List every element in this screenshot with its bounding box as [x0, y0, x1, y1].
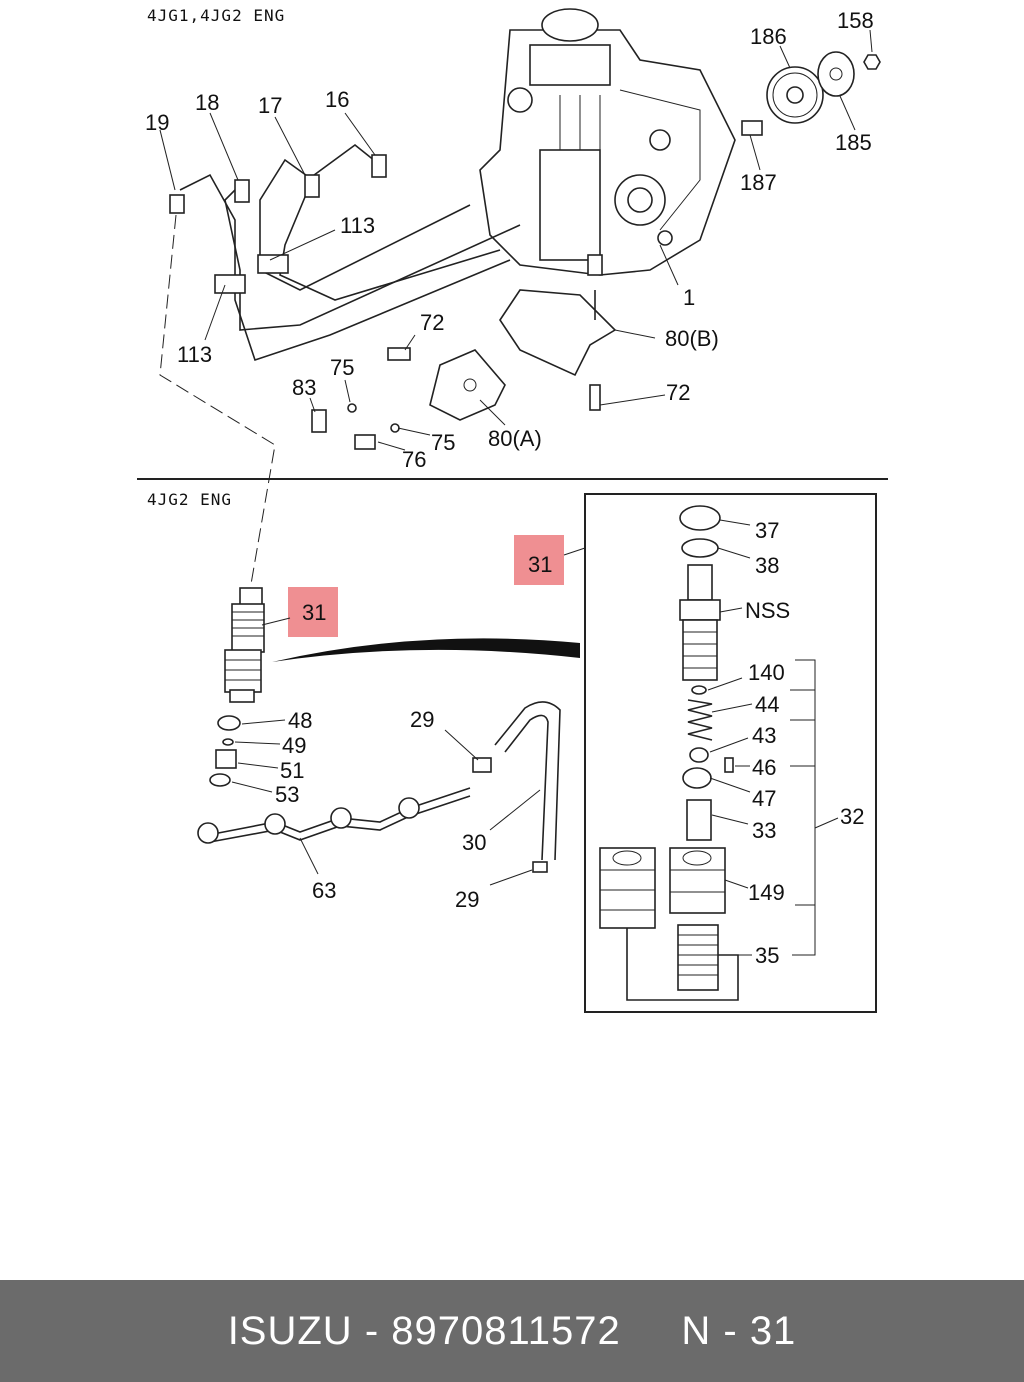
label-113-upper: 113 — [340, 213, 375, 238]
label-185: 185 — [835, 130, 872, 155]
label-80b: 80(B) — [665, 326, 719, 351]
detail-arrow — [272, 638, 580, 662]
injection-nozzle — [224, 587, 265, 703]
label-47: 47 — [752, 786, 776, 811]
label-158: 158 — [837, 8, 874, 33]
label-76: 76 — [402, 447, 426, 472]
detail-leaders — [707, 519, 839, 956]
label-1: 1 — [683, 285, 695, 310]
label-51: 51 — [280, 758, 304, 783]
label-19: 19 — [145, 110, 169, 135]
parts-diagram: 4JG1,4JG2 ENG 4JG2 ENG — [137, 6, 888, 1013]
washers — [209, 715, 286, 793]
drive-gear — [741, 51, 881, 136]
label-31-right: 31 — [528, 552, 552, 577]
label-80a: 80(A) — [488, 426, 542, 451]
label-149: 149 — [748, 880, 785, 905]
label-44: 44 — [755, 692, 779, 717]
label-31-left: 31 — [302, 600, 326, 625]
label-18: 18 — [195, 90, 219, 115]
label-33: 33 — [752, 818, 776, 843]
injection-pump — [479, 8, 736, 276]
label-46: 46 — [752, 755, 776, 780]
label-72-upper: 72 — [420, 310, 444, 335]
injection-pipes — [159, 143, 521, 591]
label-53: 53 — [275, 782, 299, 807]
part-number: 8970811572 — [391, 1308, 621, 1353]
label-43: 43 — [752, 723, 776, 748]
brand-name: ISUZU — [227, 1308, 353, 1353]
brand-separator: - — [364, 1308, 380, 1353]
label-186: 186 — [750, 24, 787, 49]
label-75-upper: 75 — [330, 355, 354, 380]
footer-spacer — [621, 1309, 682, 1354]
diagram-position-number: 31 — [749, 1308, 797, 1353]
diagram-position-prefix: N — [681, 1308, 712, 1353]
label-nss: NSS — [745, 598, 790, 623]
engine-header-bottom: 4JG2 ENG — [147, 490, 232, 509]
part-info-footer: ISUZU - 8970811572 N - 31 — [0, 1280, 1024, 1382]
label-32: 32 — [840, 804, 864, 829]
label-17: 17 — [258, 93, 282, 118]
engine-header-top: 4JG1,4JG2 ENG — [147, 6, 285, 25]
diagram-position-separator: - — [723, 1308, 738, 1353]
detail-box — [584, 493, 877, 1013]
top-leaders — [159, 29, 873, 451]
highlight-31-right — [514, 535, 564, 585]
label-63: 63 — [312, 878, 336, 903]
label-83: 83 — [292, 375, 316, 400]
highlight-31-left — [288, 587, 338, 637]
label-187: 187 — [740, 170, 777, 195]
detail-part-labels: 37 38 NSS 140 44 43 46 47 33 149 35 32 — [745, 518, 864, 968]
top-part-labels: 158 186 185 187 16 17 18 19 113 113 1 72… — [145, 8, 874, 472]
label-49: 49 — [282, 733, 306, 758]
label-75-lower: 75 — [431, 430, 455, 455]
leak-off-pipe — [197, 787, 471, 875]
label-35: 35 — [755, 943, 779, 968]
label-30: 30 — [462, 830, 486, 855]
label-72-lower: 72 — [666, 380, 690, 405]
label-140: 140 — [748, 660, 785, 685]
nozzle-exploded-parts — [599, 505, 739, 1001]
label-29-lower: 29 — [455, 887, 479, 912]
return-hose — [444, 701, 561, 886]
label-37: 37 — [755, 518, 779, 543]
label-48: 48 — [288, 708, 312, 733]
label-29-upper: 29 — [410, 707, 434, 732]
label-113-lower: 113 — [177, 342, 212, 367]
mounting-brackets — [311, 289, 617, 450]
label-38: 38 — [755, 553, 779, 578]
label-16: 16 — [325, 87, 349, 112]
